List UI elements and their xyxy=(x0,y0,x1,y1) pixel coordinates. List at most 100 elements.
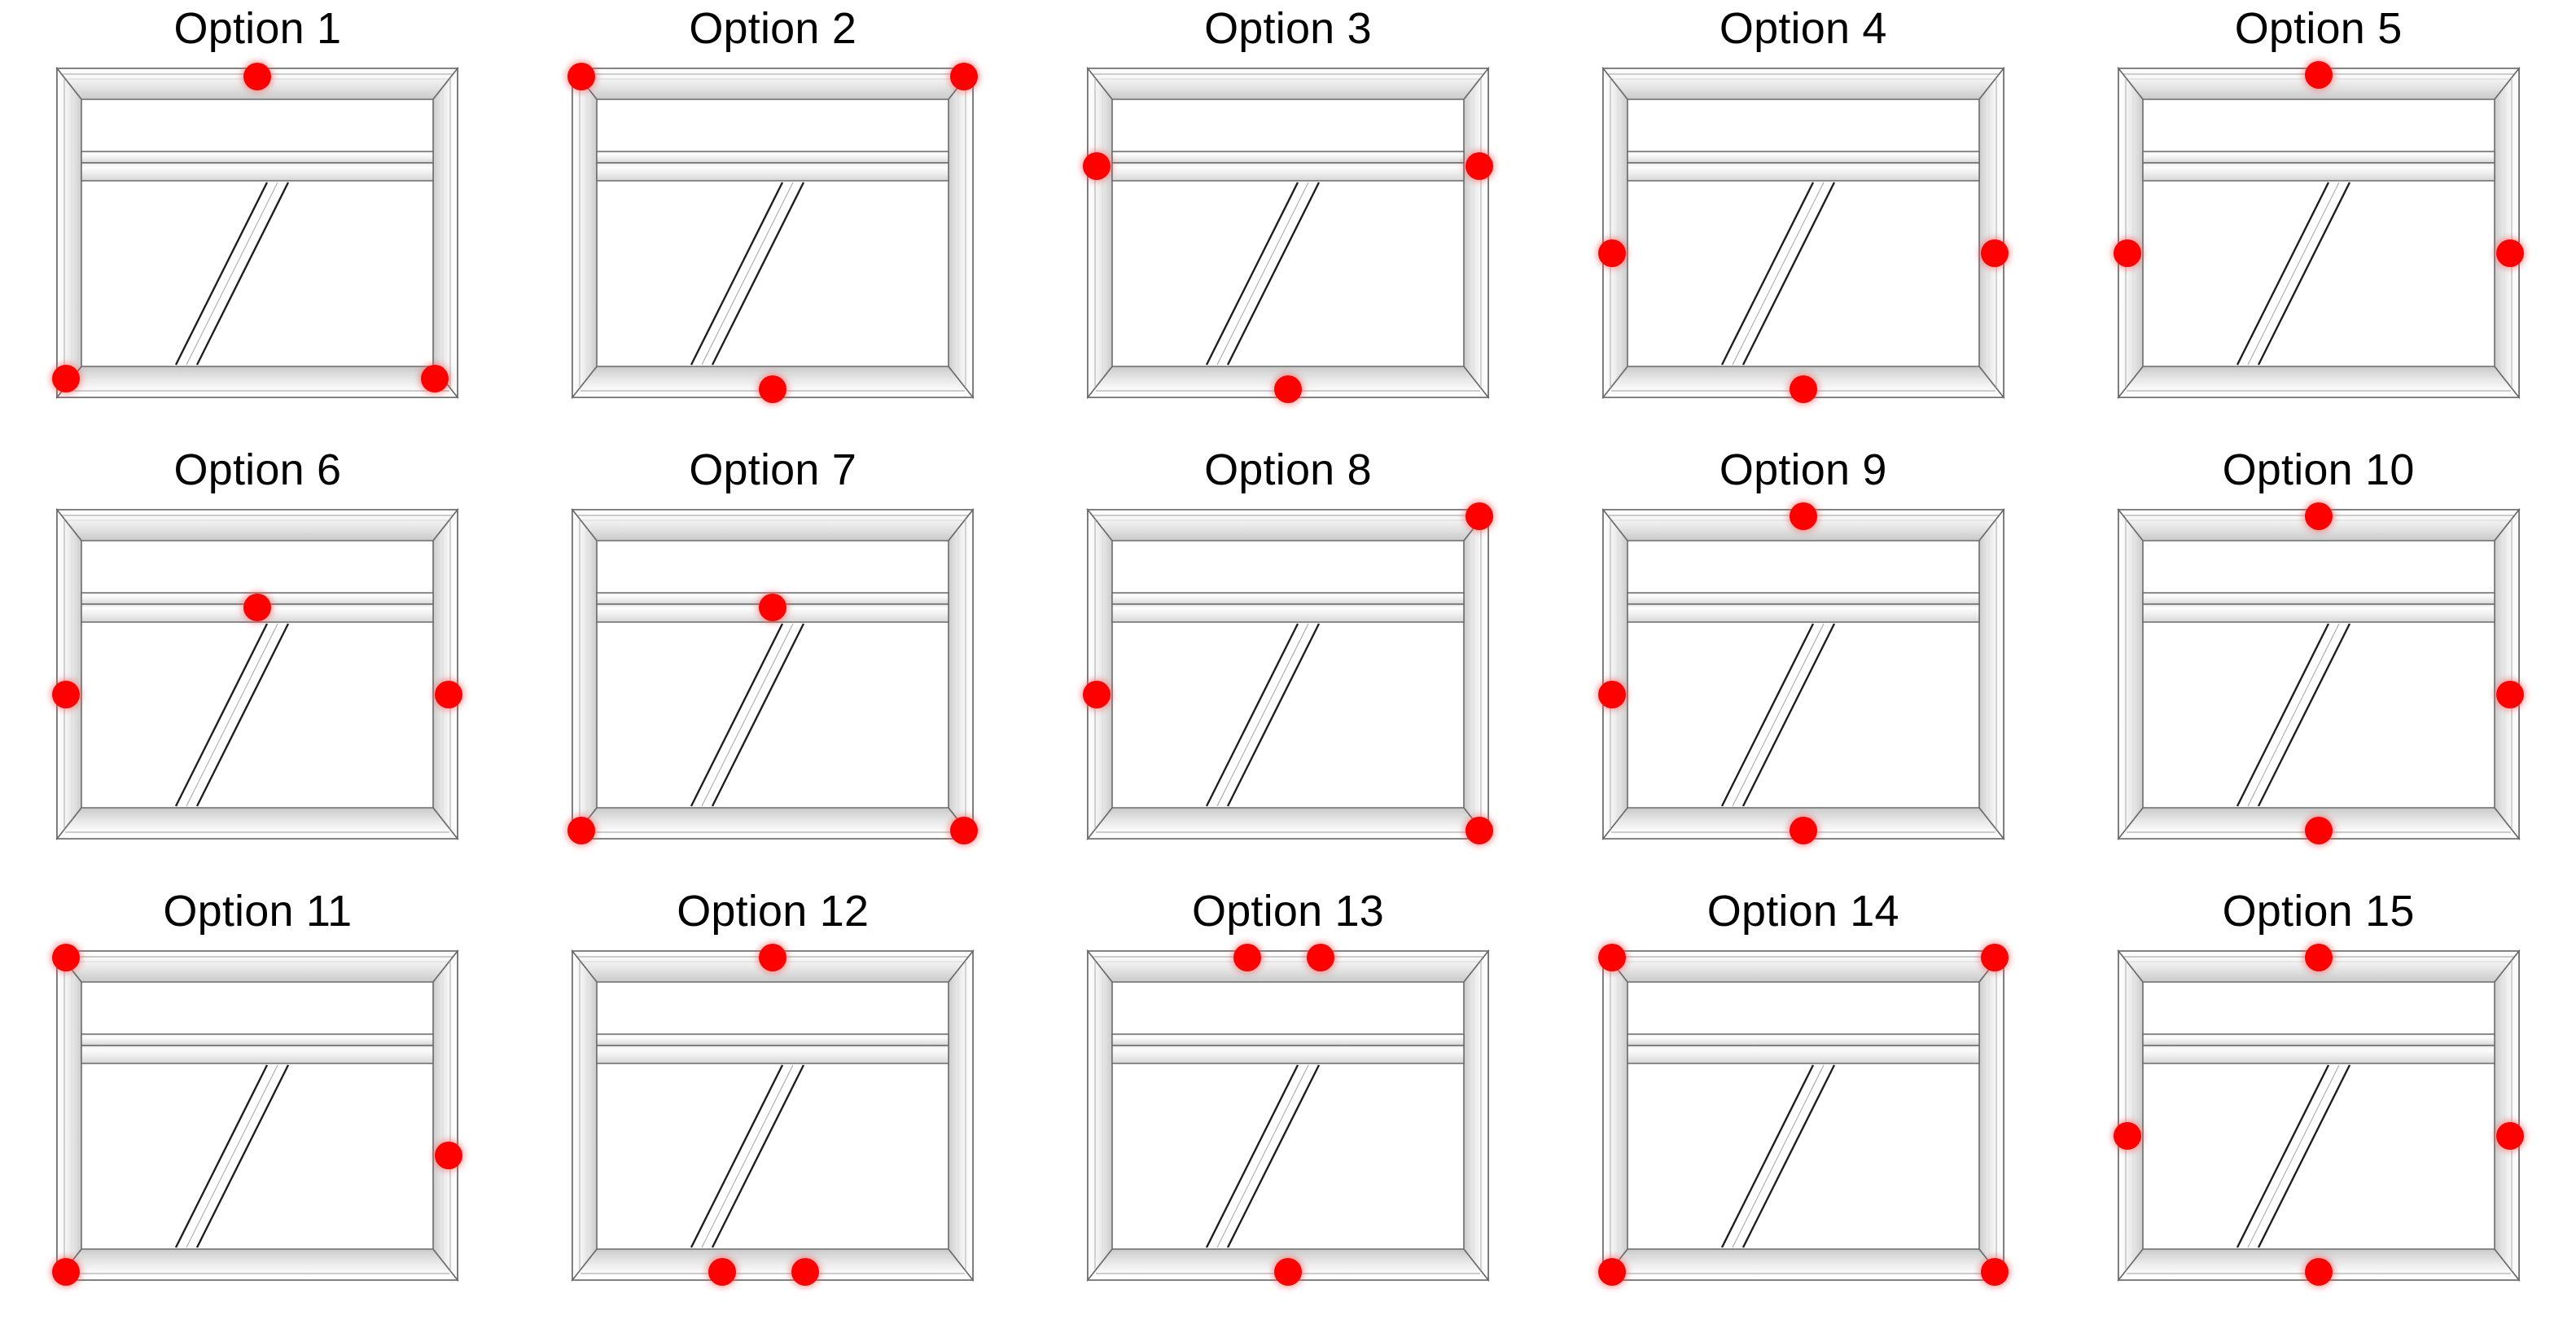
option-cell-6[interactable]: Option 6 xyxy=(0,441,515,883)
frame-right-stile xyxy=(948,507,974,841)
option-cell-12[interactable]: Option 12 xyxy=(515,883,1031,1324)
option-label-9: Option 9 xyxy=(1719,445,1887,494)
frame-mid-rail xyxy=(1627,592,1980,623)
frame-left-stile xyxy=(1601,66,1628,400)
frame-mid-rail xyxy=(1111,1033,1465,1064)
frame-right-stile xyxy=(948,66,974,400)
diagonal-brace xyxy=(2236,623,2350,807)
option-cell-13[interactable]: Option 13 xyxy=(1031,883,1546,1324)
frame-drawing xyxy=(1086,507,1490,841)
frame-drawing xyxy=(1086,66,1490,400)
frame-top-rail xyxy=(1601,509,2005,541)
diagonal-brace xyxy=(1720,182,1835,366)
frame-left-stile xyxy=(56,949,83,1282)
diagonal-brace-highlight xyxy=(2247,623,2339,807)
frame-top-rail xyxy=(2116,950,2521,983)
window-frame-figure xyxy=(1597,502,2007,844)
frame-bottom-rail xyxy=(1601,1248,2005,1281)
window-frame-figure xyxy=(2115,502,2524,844)
option-cell-1[interactable]: Option 1 xyxy=(0,0,515,441)
frame-right-stile xyxy=(948,949,974,1282)
frame-top-rail xyxy=(55,509,460,541)
option-cell-3[interactable]: Option 3 xyxy=(1031,0,1546,441)
frame-mid-rail xyxy=(596,592,949,623)
frame-left-stile xyxy=(56,507,83,841)
diagonal-brace xyxy=(1205,182,1321,366)
frame-outer xyxy=(1601,950,2004,1281)
frame-mid-rail xyxy=(1111,151,1465,182)
frame-right-stile xyxy=(1978,507,2004,841)
frame-outer xyxy=(1601,509,2004,840)
diagonal-brace-highlight xyxy=(1216,182,1309,366)
frame-mid-rail xyxy=(81,1033,435,1064)
frame-left-stile xyxy=(1601,949,1628,1282)
window-frame-figure xyxy=(2113,944,2524,1286)
diagonal-brace-highlight xyxy=(701,182,794,366)
option-label-7: Option 7 xyxy=(689,445,857,494)
option-cell-2[interactable]: Option 2 xyxy=(515,0,1031,441)
frame-mid-rail xyxy=(2141,1033,2495,1064)
frame-outer xyxy=(56,509,459,840)
frame-drawing xyxy=(55,507,460,841)
diagonal-brace-highlight xyxy=(2247,1064,2339,1248)
option-label-10: Option 10 xyxy=(2222,445,2415,494)
diagonal-brace xyxy=(175,182,290,366)
frame-mid-rail xyxy=(81,151,435,182)
diagonal-brace xyxy=(690,623,805,807)
diagonal-brace xyxy=(2236,182,2350,366)
frame-outer xyxy=(2117,68,2520,398)
diagonal-brace xyxy=(1205,1064,1321,1248)
frame-top-rail xyxy=(571,950,975,983)
frame-right-stile xyxy=(1978,66,2004,400)
frame-left-stile xyxy=(1087,66,1113,400)
diagonal-brace-highlight xyxy=(1732,623,1825,807)
frame-outer xyxy=(1601,68,2004,398)
option-label-12: Option 12 xyxy=(677,887,870,936)
frame-outer xyxy=(1087,950,1489,1281)
option-cell-4[interactable]: Option 4 xyxy=(1545,0,2061,441)
option-cell-10[interactable]: Option 10 xyxy=(2061,441,2576,883)
window-frame-figure xyxy=(1082,65,1493,403)
option-label-4: Option 4 xyxy=(1719,4,1887,53)
frame-right-stile xyxy=(2493,66,2520,400)
window-frame-figure xyxy=(52,944,463,1286)
option-cell-14[interactable]: Option 14 xyxy=(1545,883,2061,1324)
option-label-3: Option 3 xyxy=(1204,4,1372,53)
frame-outer xyxy=(2117,509,2520,840)
window-frame-figure xyxy=(1082,502,1493,844)
diagonal-brace-highlight xyxy=(186,1064,278,1248)
option-cell-7[interactable]: Option 7 xyxy=(515,441,1031,883)
frame-right-stile xyxy=(2493,949,2520,1282)
option-cell-5[interactable]: Option 5 xyxy=(2061,0,2576,441)
frame-drawing xyxy=(2116,66,2521,400)
frame-left-stile xyxy=(2117,507,2144,841)
window-frame-figure xyxy=(1084,944,1492,1286)
window-frame-figure xyxy=(567,63,979,403)
frame-bottom-rail xyxy=(571,366,975,398)
option-cell-8[interactable]: Option 8 xyxy=(1031,441,1546,883)
option-cell-9[interactable]: Option 9 xyxy=(1545,441,2061,883)
option-label-11: Option 11 xyxy=(163,887,353,936)
frame-bottom-rail xyxy=(55,366,460,398)
frame-right-stile xyxy=(1463,949,1489,1282)
diagonal-brace xyxy=(175,623,290,807)
option-cell-11[interactable]: Option 11 xyxy=(0,883,515,1324)
option-cell-15[interactable]: Option 15 xyxy=(2061,883,2576,1324)
frame-drawing xyxy=(571,507,975,841)
window-frame-figure xyxy=(1597,944,2009,1286)
frame-left-stile xyxy=(2117,949,2144,1282)
frame-mid-rail xyxy=(81,592,435,623)
frame-drawing xyxy=(55,66,460,400)
frame-drawing xyxy=(2116,949,2521,1282)
frame-top-rail xyxy=(55,68,460,100)
diagonal-brace-highlight xyxy=(1732,182,1825,366)
diagonal-brace xyxy=(1205,623,1321,807)
frame-top-rail xyxy=(1086,950,1490,983)
frame-drawing xyxy=(1086,949,1490,1282)
option-label-2: Option 2 xyxy=(689,4,857,53)
diagonal-brace-highlight xyxy=(1216,623,1309,807)
window-frame-figure xyxy=(2113,61,2524,401)
frame-mid-rail xyxy=(596,151,949,182)
diagonal-brace xyxy=(175,1064,290,1248)
